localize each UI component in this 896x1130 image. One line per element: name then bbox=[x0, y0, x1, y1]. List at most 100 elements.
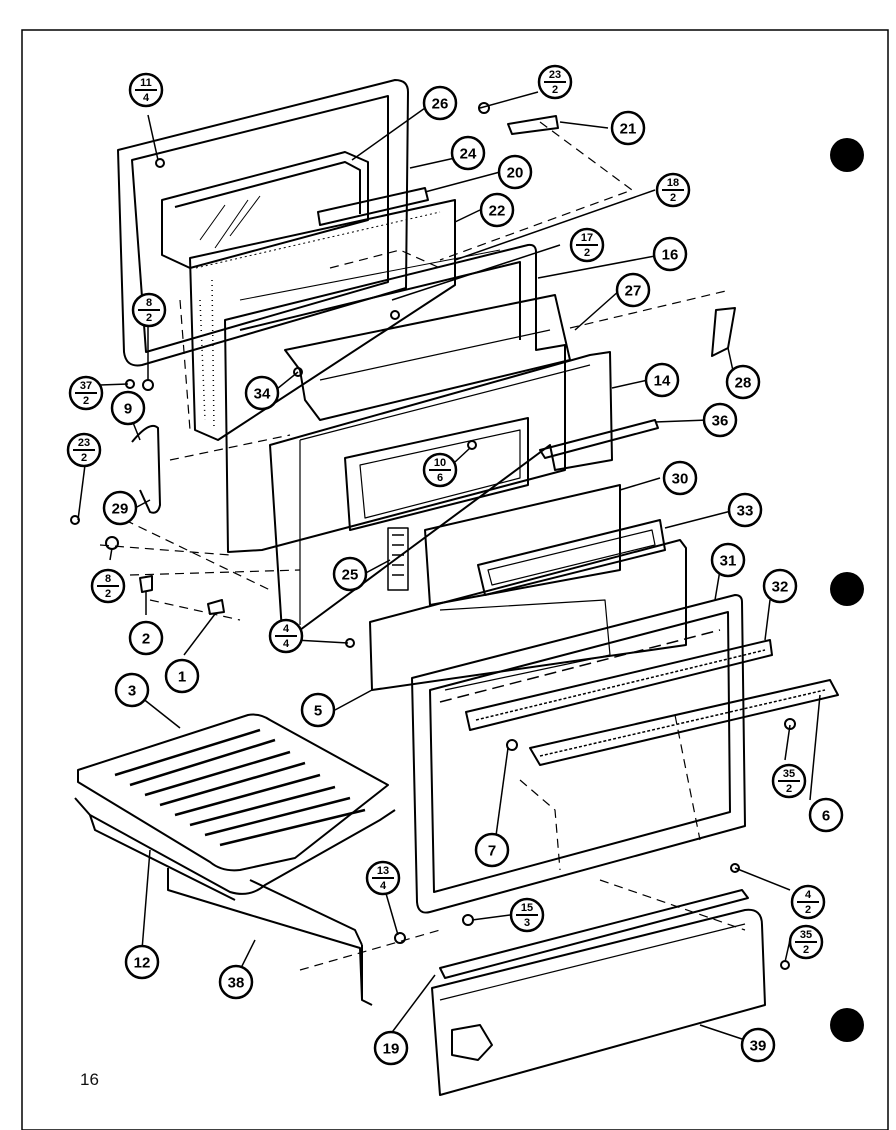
range-frame bbox=[411, 594, 746, 914]
fraction-callout: 106 bbox=[422, 452, 458, 488]
drawer-front bbox=[431, 908, 766, 1096]
fraction-callout: 82 bbox=[90, 568, 126, 604]
upper-rail bbox=[465, 639, 773, 731]
part-callout: 27 bbox=[615, 272, 651, 308]
window-opening bbox=[344, 417, 529, 531]
fraction-callout: 372 bbox=[68, 375, 104, 411]
part-number: 7 bbox=[488, 843, 496, 860]
callout-numerator: 4 bbox=[805, 889, 812, 901]
inner-glass bbox=[424, 484, 621, 606]
callout-numerator: 37 bbox=[80, 380, 92, 392]
callout-denominator: 2 bbox=[803, 944, 809, 956]
part-number: 36 bbox=[712, 413, 729, 430]
part-callout: 3 bbox=[114, 672, 150, 708]
callout-numerator: 4 bbox=[283, 623, 290, 635]
part-callout: 29 bbox=[102, 490, 138, 526]
callout-denominator: 2 bbox=[105, 588, 111, 600]
fraction-callout: 232 bbox=[66, 432, 102, 468]
fraction-callout: 352 bbox=[788, 924, 824, 960]
broiler-pan bbox=[74, 797, 396, 895]
fraction-callout: 114 bbox=[128, 72, 164, 108]
oven-rack bbox=[77, 713, 389, 872]
binder-hole-top bbox=[830, 138, 864, 172]
callout-numerator: 17 bbox=[581, 232, 593, 244]
part-callout: 32 bbox=[762, 568, 798, 604]
callout-numerator: 13 bbox=[377, 865, 389, 877]
part-number: 5 bbox=[314, 703, 322, 720]
callout-numerator: 35 bbox=[800, 929, 812, 941]
page-border bbox=[21, 29, 889, 1130]
fraction-callout: 232 bbox=[537, 64, 573, 100]
part-callout: 1 bbox=[164, 658, 200, 694]
part-callout: 6 bbox=[808, 797, 844, 833]
fraction-callout: 82 bbox=[131, 292, 167, 328]
callout-numerator: 10 bbox=[434, 457, 446, 469]
part-number: 31 bbox=[720, 553, 737, 570]
part-callout: 36 bbox=[702, 402, 738, 438]
callout-numerator: 35 bbox=[783, 768, 795, 780]
part-callout: 24 bbox=[450, 135, 486, 171]
lower-rail bbox=[529, 679, 839, 766]
callout-denominator: 2 bbox=[83, 395, 89, 407]
part-number: 3 bbox=[128, 683, 136, 700]
part-number: 21 bbox=[620, 121, 637, 138]
callout-numerator: 8 bbox=[105, 573, 111, 585]
part-callout: 39 bbox=[740, 1027, 776, 1063]
hinge-right bbox=[711, 307, 736, 357]
callout-layer: 2624202221162728143630333132349292521357… bbox=[66, 64, 844, 1066]
part-callout: 12 bbox=[124, 944, 160, 980]
part-callout: 9 bbox=[110, 390, 146, 426]
part-callout: 25 bbox=[332, 556, 368, 592]
part-callout: 28 bbox=[725, 364, 761, 400]
callout-numerator: 8 bbox=[146, 297, 152, 309]
callout-numerator: 23 bbox=[549, 69, 561, 81]
part-callout: 34 bbox=[244, 375, 280, 411]
drawer-rail bbox=[439, 889, 749, 979]
callout-numerator: 15 bbox=[521, 902, 533, 914]
part-number: 20 bbox=[507, 165, 524, 182]
part-number: 33 bbox=[737, 503, 754, 520]
door-frame bbox=[269, 351, 613, 633]
part-callout: 7 bbox=[474, 832, 510, 868]
part-number: 1 bbox=[178, 669, 186, 686]
binder-hole-middle bbox=[830, 572, 864, 606]
fraction-callout: 42 bbox=[790, 884, 826, 920]
fraction-callout: 352 bbox=[771, 763, 807, 799]
callout-numerator: 23 bbox=[78, 437, 90, 449]
hinge-left bbox=[131, 424, 161, 514]
part-callout: 5 bbox=[300, 692, 336, 728]
part-number: 25 bbox=[342, 567, 359, 584]
part-number: 6 bbox=[822, 808, 830, 825]
callout-denominator: 2 bbox=[146, 312, 152, 324]
hinge-bracket-21 bbox=[507, 115, 559, 135]
callout-numerator: 11 bbox=[140, 77, 152, 89]
part-number: 32 bbox=[772, 579, 789, 596]
leader-lines bbox=[77, 91, 821, 1041]
part-callout: 14 bbox=[644, 362, 680, 398]
part-number: 2 bbox=[142, 631, 150, 648]
binder-hole-bottom bbox=[830, 1008, 864, 1042]
part-number: 29 bbox=[112, 501, 129, 518]
part-number: 27 bbox=[625, 283, 642, 300]
part-number: 19 bbox=[383, 1041, 400, 1058]
fraction-callout: 153 bbox=[509, 897, 545, 933]
clip-1 bbox=[207, 599, 225, 615]
part-number: 14 bbox=[654, 373, 671, 390]
page-number: 16 bbox=[80, 1070, 99, 1089]
callout-numerator: 18 bbox=[667, 177, 679, 189]
drawer-handle bbox=[451, 1024, 493, 1061]
part-number: 9 bbox=[124, 401, 132, 418]
callout-denominator: 6 bbox=[437, 472, 443, 484]
callout-denominator: 3 bbox=[524, 917, 530, 929]
fraction-callout: 44 bbox=[268, 618, 304, 654]
fraction-callout: 182 bbox=[655, 172, 691, 208]
insulation-pad bbox=[189, 199, 456, 441]
callout-denominator: 4 bbox=[283, 638, 290, 650]
callout-denominator: 2 bbox=[552, 84, 558, 96]
part-callout: 2 bbox=[128, 620, 164, 656]
part-callout: 22 bbox=[479, 192, 515, 228]
door-baffle bbox=[284, 294, 571, 421]
callout-denominator: 4 bbox=[380, 880, 387, 892]
fraction-callout: 172 bbox=[569, 227, 605, 263]
